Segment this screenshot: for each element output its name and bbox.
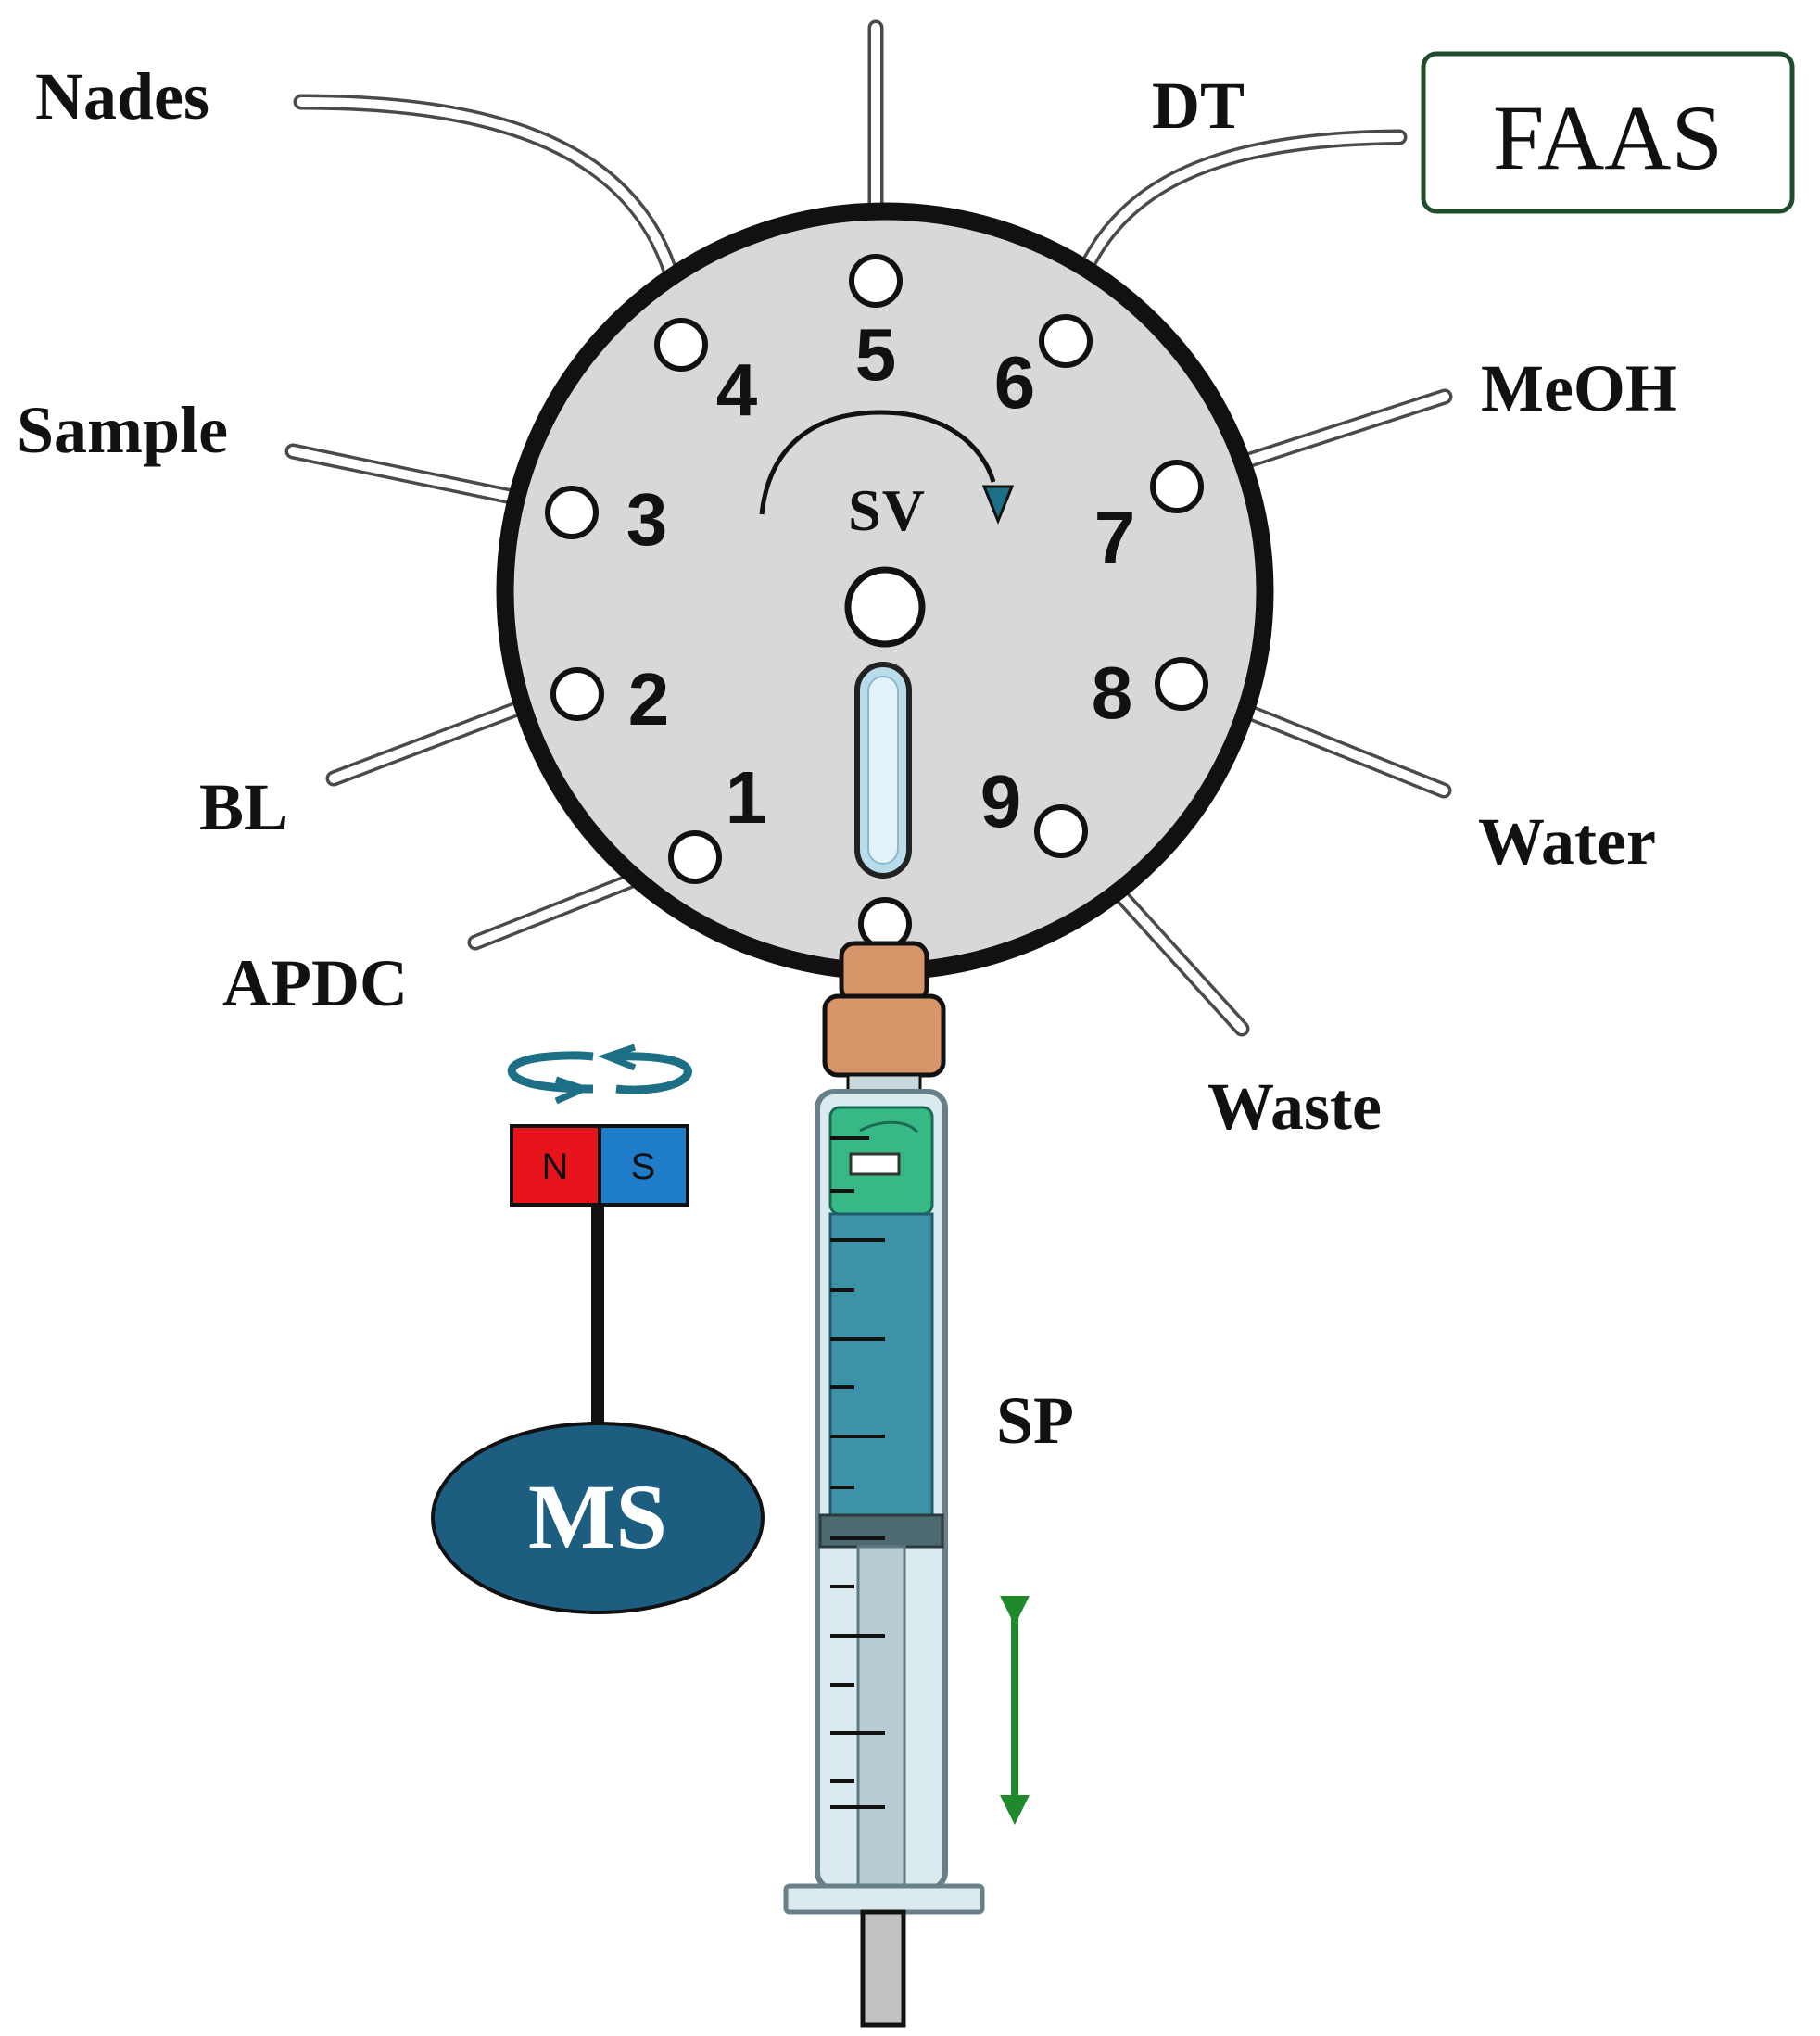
port-1 [668, 830, 722, 884]
reagent-labels: Nades DT Sample MeOH BL Water APDC Waste [17, 59, 1677, 1144]
port-3 [545, 486, 599, 539]
syringe-drive-rod [860, 1909, 906, 2028]
port-6 [1039, 314, 1093, 368]
rotation-arrow-icon [759, 410, 1015, 525]
label-dt: DT [1152, 69, 1245, 143]
port-4-number: 4 [716, 348, 758, 431]
tube-port-4 [293, 94, 689, 328]
port-9-number: 9 [980, 760, 1022, 842]
syringe-plunger-head [818, 1513, 944, 1549]
port-6-number: 6 [994, 341, 1036, 424]
port-7-number: 7 [1094, 496, 1136, 578]
label-nades: Nades [35, 59, 209, 133]
syringe-fitting [839, 941, 929, 1004]
syringe-icon [783, 941, 985, 2028]
port-8-number: 8 [1092, 651, 1133, 734]
magnet-south [598, 1124, 689, 1207]
port-4 [654, 318, 708, 372]
magnet-icon: N S [507, 1043, 692, 1427]
label-sample: Sample [17, 393, 228, 467]
syringe-port [858, 897, 912, 951]
label-bl: BL [199, 770, 288, 844]
magnet-south-label: S [631, 1146, 656, 1187]
faas-label: FAAS [1493, 86, 1723, 189]
label-waste: Waste [1207, 1069, 1382, 1144]
magnet-shaft [591, 1205, 604, 1427]
syringe-liquid [828, 1212, 934, 1517]
label-apdc: APDC [222, 946, 408, 1020]
magnetic-stirrer-motor: MS [431, 1422, 765, 1614]
motor-label: MS [528, 1465, 667, 1568]
faas-detector: FAAS [1421, 51, 1795, 214]
port-3-number: 3 [626, 478, 668, 561]
port-1-number: 1 [726, 756, 767, 839]
port-8 [1155, 657, 1208, 711]
port-2 [550, 667, 604, 721]
port-5-number: 5 [855, 313, 897, 396]
valve-label: SV [848, 477, 926, 543]
label-water: Water [1478, 804, 1656, 879]
label-sp: SP [996, 1384, 1074, 1458]
magnet-rotation-icon [507, 1043, 692, 1105]
label-meoh: MeOH [1481, 351, 1677, 425]
magnet-north [510, 1124, 601, 1207]
syringe-flange [783, 1883, 985, 1915]
selection-valve: SV 1 2 3 4 5 6 7 8 9 [496, 202, 1274, 980]
port-7 [1150, 460, 1204, 513]
port-5 [849, 254, 903, 308]
magnet-north-label: N [542, 1146, 569, 1187]
port-2-number: 2 [628, 658, 670, 740]
port-9 [1034, 804, 1088, 858]
syringe-plunger-rod [856, 1545, 906, 1887]
central-port [844, 566, 926, 648]
syringe-graduations [830, 1136, 885, 1809]
